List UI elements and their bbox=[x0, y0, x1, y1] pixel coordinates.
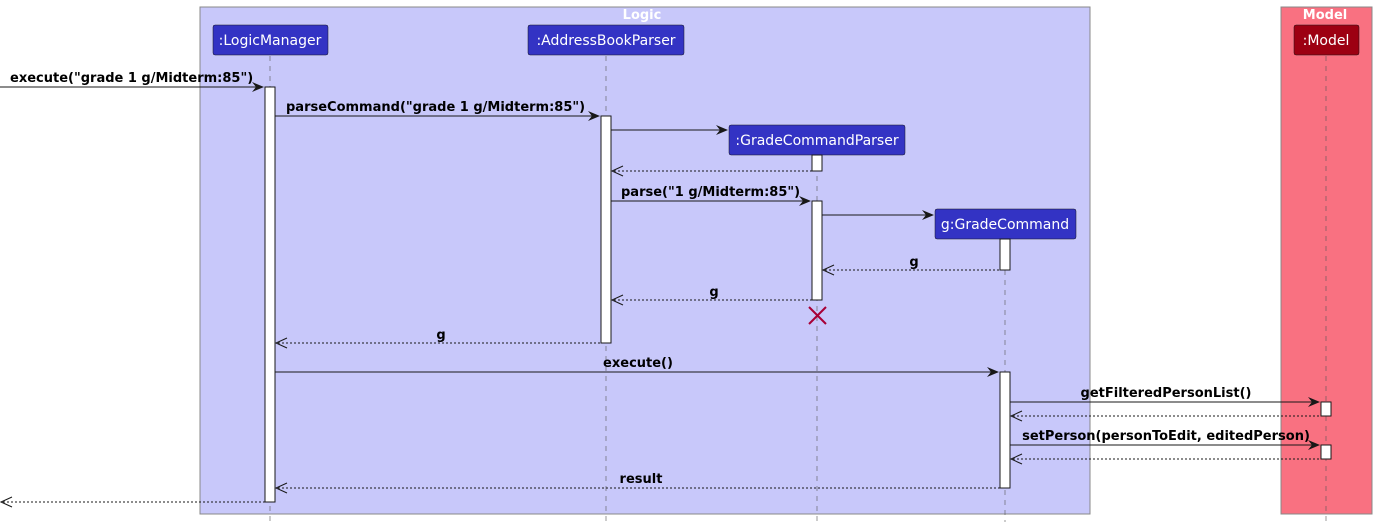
message-execute: execute() bbox=[275, 356, 999, 377]
destroy-marker bbox=[808, 306, 827, 325]
participant-grade-command-label: g:GradeCommand bbox=[941, 217, 1069, 233]
logic-group-box bbox=[199, 6, 1091, 515]
svg-text:execute(): execute() bbox=[603, 356, 673, 371]
svg-text:getFilteredPersonList(): getFilteredPersonList() bbox=[1081, 386, 1252, 401]
message-return-set-person bbox=[1009, 453, 1321, 465]
activation-model-2 bbox=[1320, 444, 1332, 460]
logic-group-title: Logic bbox=[623, 8, 662, 23]
svg-text:parse("1 g/Midterm:85"): parse("1 g/Midterm:85") bbox=[621, 185, 800, 200]
message-return-g-1: g bbox=[821, 255, 1000, 276]
message-return-g-2: g bbox=[610, 285, 812, 306]
activation-parser bbox=[600, 115, 612, 344]
activation-logic-manager bbox=[264, 86, 276, 503]
participant-logic-manager bbox=[212, 24, 329, 56]
participant-grade-parser-label: :GradeCommandParser bbox=[735, 133, 898, 149]
message-execute-command: execute("grade 1 g/Midterm:85") bbox=[0, 71, 264, 92]
message-set-person: setPerson(personToEdit, editedPerson) bbox=[1010, 429, 1320, 450]
model-group-title: Model bbox=[1303, 8, 1347, 23]
participant-model bbox=[1293, 24, 1360, 56]
activation-grade-parser-1 bbox=[811, 154, 823, 172]
activation-grade-command-1 bbox=[999, 238, 1011, 271]
message-create-grade-command bbox=[822, 210, 934, 220]
svg-text:execute("grade 1 g/Midterm:85": execute("grade 1 g/Midterm:85") bbox=[10, 71, 253, 86]
message-create-grade-parser bbox=[611, 125, 728, 135]
message-return-grade-parser bbox=[610, 165, 812, 177]
svg-text:parseCommand("grade 1 g/Midter: parseCommand("grade 1 g/Midterm:85") bbox=[286, 100, 585, 115]
svg-text:result: result bbox=[620, 472, 663, 487]
activation-grade-parser-2 bbox=[811, 200, 823, 301]
activation-grade-command-2 bbox=[999, 371, 1011, 489]
svg-text:setPerson(personToEdit, edited: setPerson(personToEdit, editedPerson) bbox=[1022, 429, 1310, 444]
message-return-g-3: g bbox=[274, 328, 601, 349]
svg-text:g: g bbox=[436, 328, 445, 343]
activation-model-1 bbox=[1320, 401, 1332, 417]
participant-model-label: :Model bbox=[1303, 33, 1350, 49]
svg-text:g: g bbox=[909, 255, 918, 270]
message-get-filtered-person-list: getFilteredPersonList() bbox=[1010, 386, 1320, 407]
message-return-outside bbox=[0, 496, 265, 508]
model-group-box bbox=[1280, 6, 1373, 515]
message-parse-command: parseCommand("grade 1 g/Midterm:85") bbox=[275, 100, 600, 121]
message-parse: parse("1 g/Midterm:85") bbox=[611, 185, 811, 206]
message-return-result: result bbox=[274, 472, 1000, 494]
participant-parser bbox=[527, 24, 685, 56]
participant-parser-label: :AddressBookParser bbox=[536, 33, 675, 49]
message-return-filtered-list bbox=[1009, 410, 1321, 422]
svg-text:g: g bbox=[709, 285, 718, 300]
participant-logic-manager-label: :LogicManager bbox=[219, 33, 322, 49]
